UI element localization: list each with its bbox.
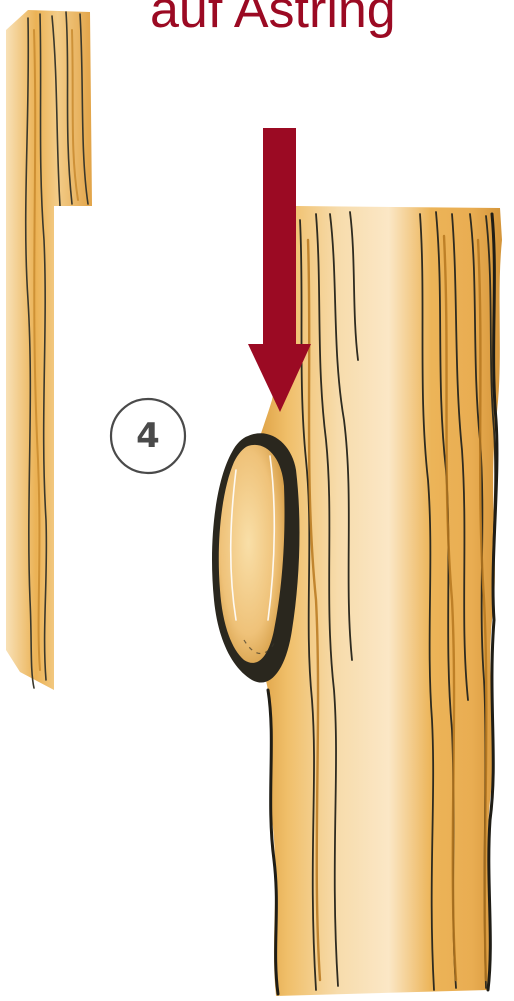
left-trunk-segment (6, 10, 94, 696)
branch-cut-wound (212, 433, 299, 682)
step-number-label: 4 (108, 396, 188, 476)
step-number-marker: 4 (108, 396, 188, 476)
